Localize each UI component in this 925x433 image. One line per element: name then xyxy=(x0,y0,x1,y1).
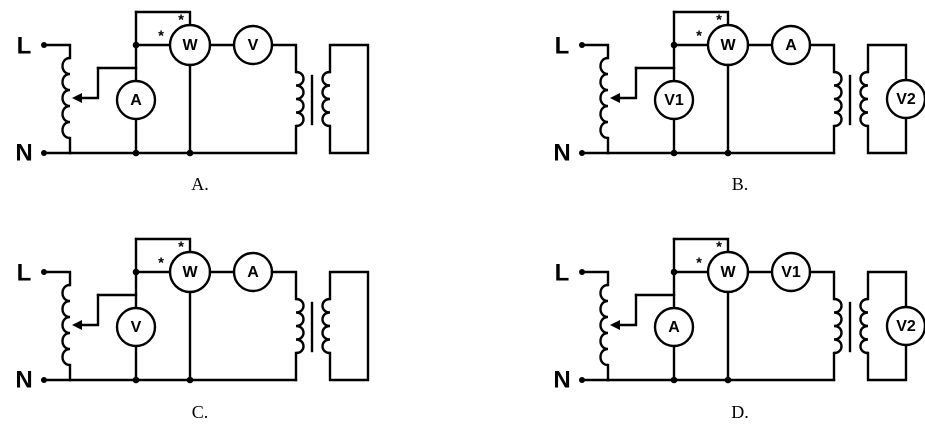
secondary-loop-wire xyxy=(328,270,370,382)
polarity-mark-voltage: * xyxy=(696,28,702,45)
shunt-meter xyxy=(653,306,695,348)
caption-c: C. xyxy=(192,402,209,422)
wattmeter-coil-loop xyxy=(672,10,730,27)
bottom-junction-dot xyxy=(670,376,678,384)
shunt-meter-label: V1 xyxy=(664,92,684,109)
variac-winding xyxy=(61,283,71,367)
shunt-meter-label: V xyxy=(131,319,142,336)
neutral-terminal-label: N xyxy=(15,367,32,394)
wattmeter-coil-loop xyxy=(134,237,192,254)
variac-wiper-arrow xyxy=(610,93,620,103)
wattmeter-coil-loop xyxy=(134,10,192,27)
shunt-meter xyxy=(653,79,695,121)
variac-winding xyxy=(599,56,609,140)
live-terminal-label: L xyxy=(555,33,570,60)
polarity-mark-current: * xyxy=(178,239,184,256)
caption-d: D. xyxy=(731,402,749,422)
circuit-b: L N V1 W * * A V2 xyxy=(553,10,925,167)
wattmeter-bottom-dot xyxy=(724,376,732,384)
series-to-transformer-wire xyxy=(270,43,298,74)
live-wire xyxy=(580,43,610,60)
secondary-meter-label: V2 xyxy=(896,318,916,335)
caption-b: B. xyxy=(732,174,749,194)
variac-wiper-lead xyxy=(616,66,638,100)
secondary-meter xyxy=(885,305,925,347)
polarity-mark-current: * xyxy=(716,12,722,29)
bottom-junction-dot xyxy=(670,149,678,157)
live-wire xyxy=(42,43,72,60)
shunt-meter-label: A xyxy=(130,92,142,109)
variac-wiper-arrow xyxy=(72,93,82,103)
live-terminal-label: L xyxy=(17,260,32,287)
neutral-terminal-label: N xyxy=(553,367,570,394)
polarity-mark-current: * xyxy=(178,12,184,29)
transformer-secondary xyxy=(859,297,869,355)
wattmeter-label: W xyxy=(182,264,198,281)
bottom-junction-dot xyxy=(132,376,140,384)
shunt-meter xyxy=(115,306,157,348)
live-wire xyxy=(42,270,72,287)
transformer-secondary xyxy=(321,297,331,355)
transformer-secondary xyxy=(859,70,869,128)
wattmeter-coil-loop xyxy=(672,237,730,254)
variac-winding xyxy=(599,283,609,367)
live-terminal-label: L xyxy=(555,260,570,287)
variac-winding xyxy=(61,56,71,140)
circuit-c: L N V W * * A xyxy=(15,237,370,394)
variac-wiper-arrow xyxy=(610,320,620,330)
live-wire xyxy=(580,270,610,287)
transformer-primary xyxy=(833,70,843,128)
shunt-meter-label: A xyxy=(668,319,680,336)
circuit-a: L N A W * * V xyxy=(15,10,370,167)
series-meter-label: V1 xyxy=(781,264,801,281)
series-to-transformer-wire xyxy=(808,43,836,74)
variac-wiper-lead xyxy=(616,293,638,327)
polarity-mark-voltage: * xyxy=(158,255,164,272)
variac-wiper-lead xyxy=(78,293,100,327)
caption-a: A. xyxy=(191,174,209,194)
neutral-terminal-label: N xyxy=(15,140,32,167)
transformer-secondary xyxy=(321,70,331,128)
secondary-meter-label: V2 xyxy=(896,91,916,108)
bottom-junction-dot xyxy=(132,149,140,157)
series-to-transformer-wire xyxy=(808,270,836,301)
secondary-meter xyxy=(885,78,925,120)
series-meter-label: A xyxy=(247,264,259,281)
wattmeter-bottom-dot xyxy=(186,376,194,384)
series-meter-label: V xyxy=(248,37,259,54)
series-to-transformer-wire xyxy=(270,270,298,301)
transformer-primary xyxy=(295,297,305,355)
live-terminal-label: L xyxy=(17,33,32,60)
transformer-primary xyxy=(833,297,843,355)
wattmeter-bottom-dot xyxy=(186,149,194,157)
series-meter-label: A xyxy=(785,37,797,54)
shunt-meter xyxy=(115,79,157,121)
polarity-mark-voltage: * xyxy=(158,28,164,45)
wattmeter-label: W xyxy=(720,264,736,281)
wattmeter-label: W xyxy=(182,37,198,54)
wattmeter-bottom-dot xyxy=(724,149,732,157)
secondary-loop-wire xyxy=(328,43,370,155)
neutral-terminal-label: N xyxy=(553,140,570,167)
transformer-primary xyxy=(295,70,305,128)
variac-wiper-lead xyxy=(78,66,100,100)
polarity-mark-voltage: * xyxy=(696,255,702,272)
polarity-mark-current: * xyxy=(716,239,722,256)
variac-wiper-arrow xyxy=(72,320,82,330)
wattmeter-label: W xyxy=(720,37,736,54)
